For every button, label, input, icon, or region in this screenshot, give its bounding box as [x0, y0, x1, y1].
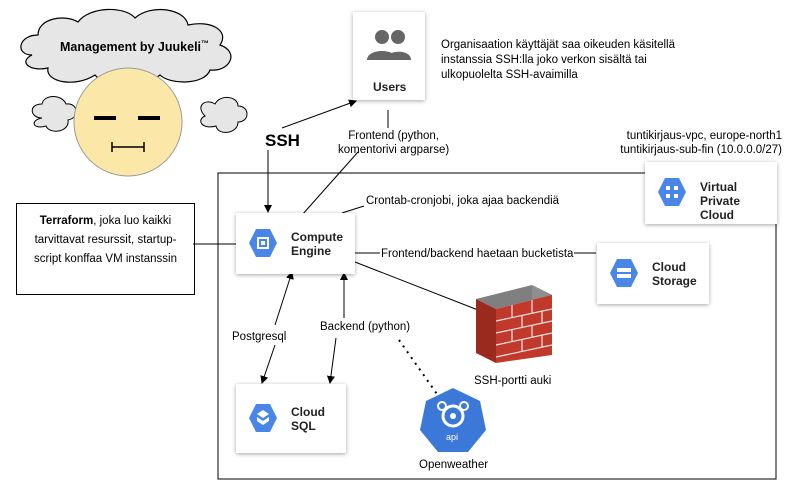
- terraform-text-2: tarvittavat resurssit, startup-: [34, 234, 177, 246]
- ssh-label: SSH: [265, 131, 300, 150]
- firewall-label: SSH-portti auki: [474, 375, 552, 387]
- compute-engine-icon: [249, 229, 277, 257]
- cron-connector: [341, 205, 365, 214]
- api-icon-text: api: [446, 432, 459, 442]
- cloud-storage-icon: [610, 259, 638, 287]
- cloud-title: Management by Juukeli™: [60, 39, 210, 55]
- vpc-icon: [658, 178, 686, 206]
- backend-label: Backend (python): [320, 320, 411, 334]
- cloud-shape: [20, 8, 232, 86]
- cron-label: Crontab-cronjobi, joka ajaa backendiä: [366, 195, 560, 207]
- users-card[interactable]: Users: [353, 12, 425, 100]
- users-label: Users: [373, 80, 407, 94]
- frontend-connector: [301, 151, 359, 216]
- juukeli-cloud-character: [20, 8, 248, 177]
- users-description: Organisaation käyttäjät saa oikeuden käs…: [441, 39, 675, 81]
- api-gear-icon: [420, 388, 486, 452]
- terraform-bold: Terraform: [39, 215, 94, 227]
- backend-arrow-down: [326, 337, 337, 384]
- postgresql-arrow-down: [260, 344, 276, 384]
- terraform-box: Terraform, joka luo kaikki tarvittavat r…: [16, 203, 195, 295]
- vpc-boundary: [217, 172, 777, 480]
- face: [73, 67, 183, 177]
- terraform-text-3: script konffaa VM instanssin: [34, 253, 177, 265]
- vpc-info: tuntikirjaus-vpc, europe-north1 tuntikir…: [620, 130, 782, 156]
- ssh-arrow-to-users: [281, 99, 357, 129]
- users-icon: [367, 30, 411, 60]
- firewall-icon: [476, 285, 552, 363]
- postgresql-label: Postgresql: [232, 330, 287, 344]
- openweather-label: Openweather: [419, 459, 489, 471]
- terraform-text-1: , joka luo kaikki: [93, 215, 172, 227]
- cloud-sql-icon: [249, 404, 277, 432]
- firewall-connector: [354, 261, 479, 311]
- postgresql-arrow-up: [274, 271, 294, 326]
- bucket-label: Frontend/backend haetaan bucketista: [380, 247, 575, 261]
- frontend-label: Frontend (python, komentorivi argparse): [338, 130, 450, 156]
- right-steam-puff: [200, 97, 248, 133]
